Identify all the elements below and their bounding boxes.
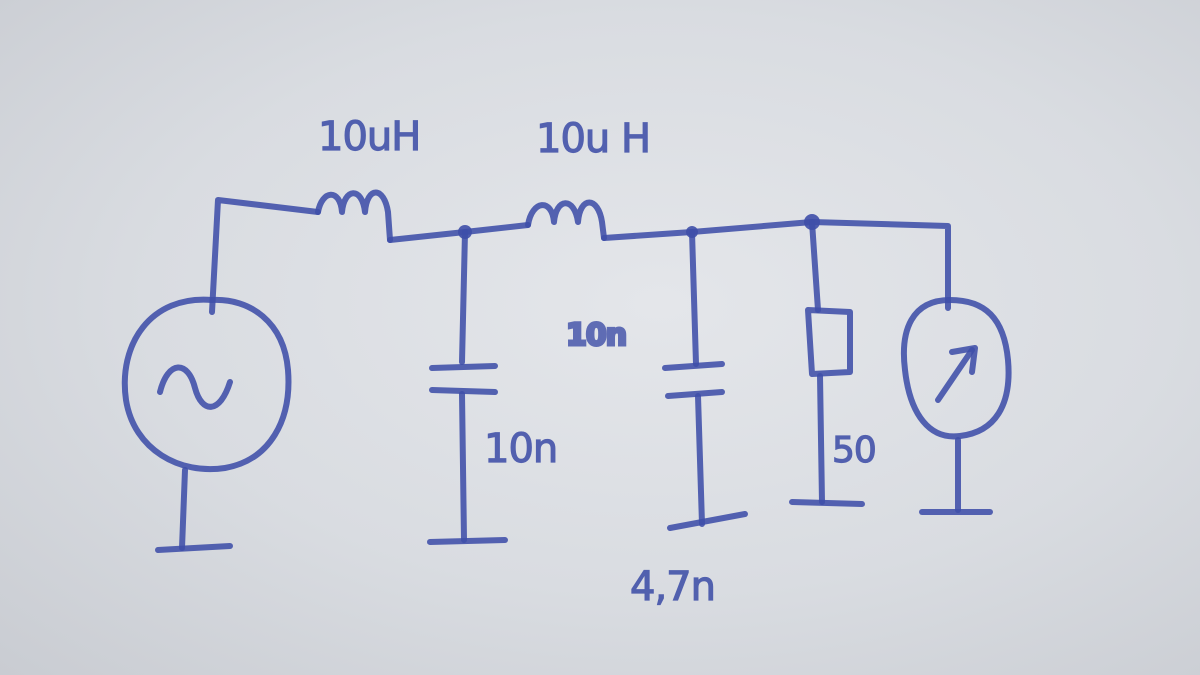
inductor-1-label: 10uH [318,114,420,160]
crossed-out-label: 10n [566,318,626,353]
capacitor-2-label: 4,7n [630,564,715,610]
capacitor-1 [427,229,508,545]
resistor-label: 50 [832,430,876,471]
inductor-1 [315,189,393,243]
resistor [789,219,865,507]
capacitor-2 [662,229,748,531]
capacitor-1-label: 10n [484,426,557,472]
wire-node1-l2 [462,222,531,235]
inductor-2-label: 10u H [536,116,650,162]
meter-icon [901,297,1012,515]
wire-l2-node2 [601,219,951,311]
ac-source-icon [121,296,292,553]
wire-source-top [209,197,321,315]
wire-l1-node1 [387,229,468,243]
inductor-2 [525,199,607,241]
